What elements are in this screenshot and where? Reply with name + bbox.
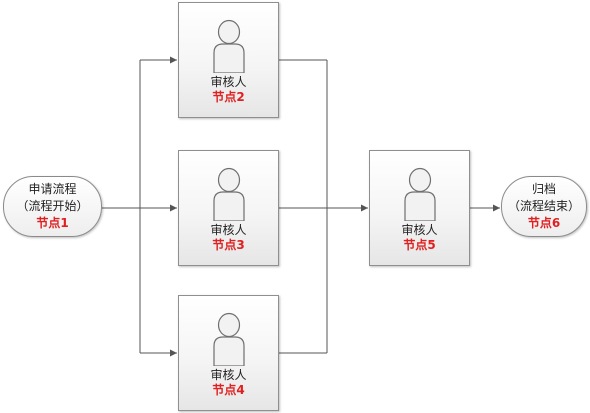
person-icon	[403, 167, 436, 221]
node-label: 节点2	[212, 90, 245, 104]
person-icon	[212, 19, 245, 73]
start-label: 节点1	[36, 216, 69, 230]
end-node[interactable]: 归档 （流程结束） 节点6	[501, 176, 587, 237]
node-role: 审核人	[210, 75, 247, 89]
node-label: 节点5	[403, 238, 436, 252]
start-node[interactable]: 申请流程 （流程开始） 节点1	[3, 176, 102, 237]
approver-node-2[interactable]: 审核人 节点2	[178, 2, 279, 118]
node-label: 节点3	[212, 238, 245, 252]
end-title: 归档	[531, 182, 556, 196]
node-role: 审核人	[401, 223, 438, 237]
node-role: 审核人	[210, 368, 247, 382]
end-subtitle: （流程结束）	[507, 199, 580, 213]
start-title: 申请流程	[28, 182, 77, 196]
person-icon	[212, 167, 245, 221]
node-label: 节点4	[212, 383, 245, 397]
start-subtitle: （流程开始）	[16, 199, 89, 213]
end-label: 节点6	[527, 216, 561, 230]
person-icon	[212, 312, 245, 366]
approver-node-3[interactable]: 审核人 节点3	[178, 150, 279, 266]
approver-node-4[interactable]: 审核人 节点4	[178, 295, 279, 411]
approver-node-5[interactable]: 审核人 节点5	[369, 150, 470, 266]
node-role: 审核人	[210, 223, 247, 237]
